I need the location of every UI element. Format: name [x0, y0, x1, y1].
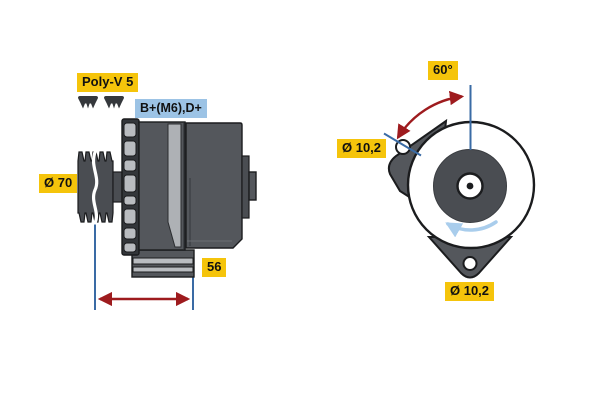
rib: [123, 159, 137, 172]
rib: [123, 227, 137, 240]
pulley-break-line: [91, 149, 99, 225]
front-view: [383, 85, 536, 279]
width-dimension-label: 56: [202, 258, 227, 277]
rib: [123, 174, 137, 193]
lug-axis-line: [383, 132, 422, 157]
terminal-label: B+(M6),D+: [135, 99, 207, 118]
belt-profile-icon: [104, 96, 124, 109]
angle-label: 60°: [428, 61, 458, 80]
rib: [123, 195, 137, 206]
rib: [123, 140, 137, 157]
rib: [123, 208, 137, 225]
side-view: [77, 96, 257, 310]
pulley-diameter-label: Ø 70: [39, 174, 78, 193]
lug-hole-lower: [462, 256, 478, 271]
shaft-center: [466, 182, 474, 190]
terminal-block: [241, 155, 250, 219]
terminal-stud: [248, 171, 257, 201]
belt-profile-icon: [78, 96, 98, 109]
mounting-foot-rib: [132, 266, 194, 273]
mounting-foot-rib: [132, 257, 194, 265]
rear-housing: [185, 122, 243, 249]
upper-hole-diameter-label: Ø 10,2: [337, 139, 387, 158]
belt-type-label: Poly-V 5: [77, 73, 139, 92]
rib: [123, 122, 137, 138]
pulley-hub: [112, 171, 123, 203]
housing-chamfer: [167, 123, 182, 248]
rib: [123, 242, 137, 253]
rotation-direction-arrow: [445, 220, 498, 238]
angle-dimension-arrow: [396, 90, 465, 140]
lower-hole-diameter-label: Ø 10,2: [445, 282, 495, 301]
